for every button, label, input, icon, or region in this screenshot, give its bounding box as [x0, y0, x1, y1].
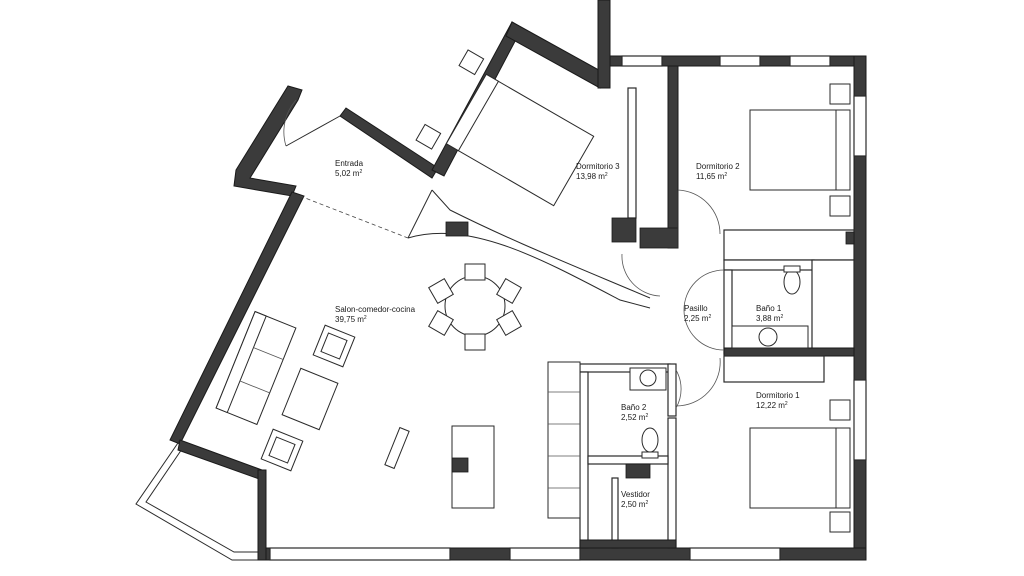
windows	[269, 55, 867, 561]
window	[853, 95, 867, 157]
label-vestidor-area: 2,50 m2	[621, 500, 648, 509]
label-salon-name: Salon-comedor-cocina	[335, 305, 416, 314]
column	[639, 227, 679, 249]
armchair	[312, 324, 356, 368]
door-swing-dorm1	[675, 357, 721, 407]
wall-bano1-east	[811, 259, 855, 351]
curve-wall-a	[407, 232, 651, 309]
label-pasillo-name: Pasillo	[684, 304, 708, 313]
sofa	[215, 310, 297, 426]
label-dorm3-name: Dormitorio 3	[576, 162, 620, 171]
door-swing-dorm2	[677, 189, 721, 235]
window	[719, 55, 761, 67]
door-leaf-entrada	[285, 115, 341, 147]
side-counter	[384, 426, 410, 470]
label-dorm2-name: Dormitorio 2	[696, 162, 740, 171]
door-swing-bano1	[683, 269, 725, 351]
wall-vestidor-south	[579, 539, 677, 549]
curve-wall-b	[431, 189, 651, 299]
entrada-divider	[299, 195, 409, 239]
wall-terrace-side	[257, 469, 267, 561]
kitchen-island	[451, 425, 495, 509]
window	[269, 547, 451, 561]
wall-bano1-south	[723, 347, 855, 357]
wall-dorm2-west	[667, 65, 679, 249]
label-dorm2-area: 11,65 m2	[696, 172, 727, 181]
closet-dorm1	[723, 355, 825, 383]
bed-dorm1	[749, 399, 851, 533]
window	[509, 547, 581, 561]
coffee-table	[281, 367, 339, 431]
label-entrada-name: Entrada	[335, 159, 364, 168]
bed-dorm3	[415, 49, 595, 207]
label-bano2-area: 2,52 m2	[621, 413, 648, 422]
room-labels: Entrada 5,02 m2 Dormitorio 3 13,98 m2 Do…	[335, 159, 800, 509]
wall-vestidor-inner	[611, 477, 619, 549]
column	[845, 231, 855, 245]
column	[611, 217, 637, 243]
bed-dorm2	[749, 83, 851, 217]
toilet-tank-bano1	[783, 265, 801, 273]
cooktop	[451, 457, 469, 473]
label-entrada-area: 5,02 m2	[335, 169, 362, 178]
label-dorm1-area: 12,22 m2	[756, 401, 788, 410]
furniture	[215, 49, 851, 533]
label-bano2-name: Baño 2	[621, 403, 647, 412]
label-dorm3-area: 13,98 m2	[576, 172, 608, 181]
window	[789, 55, 831, 67]
wall-bano2-west	[579, 371, 589, 549]
terrace-edge	[135, 439, 262, 561]
window	[621, 55, 663, 67]
wall-dorm3-east	[627, 87, 637, 219]
column	[625, 463, 651, 479]
closet-dorm2	[723, 229, 855, 261]
label-dorm1-name: Dormitorio 1	[756, 391, 800, 400]
wall-dorm3-north	[505, 21, 607, 89]
curve-wall-c	[407, 189, 433, 239]
interior-walls	[299, 65, 855, 549]
toilet-bano1	[783, 269, 801, 295]
door-swing-bano2	[675, 369, 682, 409]
door-swing-entrada	[283, 99, 297, 147]
wall-entrada-west	[233, 85, 303, 197]
label-pasillo-area: 2,25 m2	[684, 314, 711, 323]
label-vestidor-name: Vestidor	[621, 490, 650, 499]
sink-bano1	[758, 327, 778, 347]
wall-bano1-west	[723, 269, 733, 355]
label-bano1-name: Baño 1	[756, 304, 782, 313]
doors	[283, 99, 725, 409]
kitchen-counter	[547, 361, 581, 519]
label-bano1-area: 3,88 m2	[756, 314, 783, 323]
wall-terrace	[177, 439, 263, 481]
label-salon-area: 39,75 m2	[335, 315, 367, 324]
wall-bano2-east	[667, 363, 677, 417]
dining-table	[428, 263, 522, 351]
terrace-edge-inner	[145, 445, 262, 553]
wall-top-stub	[597, 0, 611, 89]
door-swing-dorm3	[621, 253, 661, 297]
window	[853, 379, 867, 461]
window	[689, 547, 781, 561]
toilet-bano2	[641, 427, 659, 453]
toilet-tank-bano2	[641, 451, 659, 459]
armchair	[260, 428, 304, 472]
column	[445, 221, 469, 237]
sink-bano2	[639, 369, 657, 387]
wall-vestidor-east	[667, 417, 677, 549]
